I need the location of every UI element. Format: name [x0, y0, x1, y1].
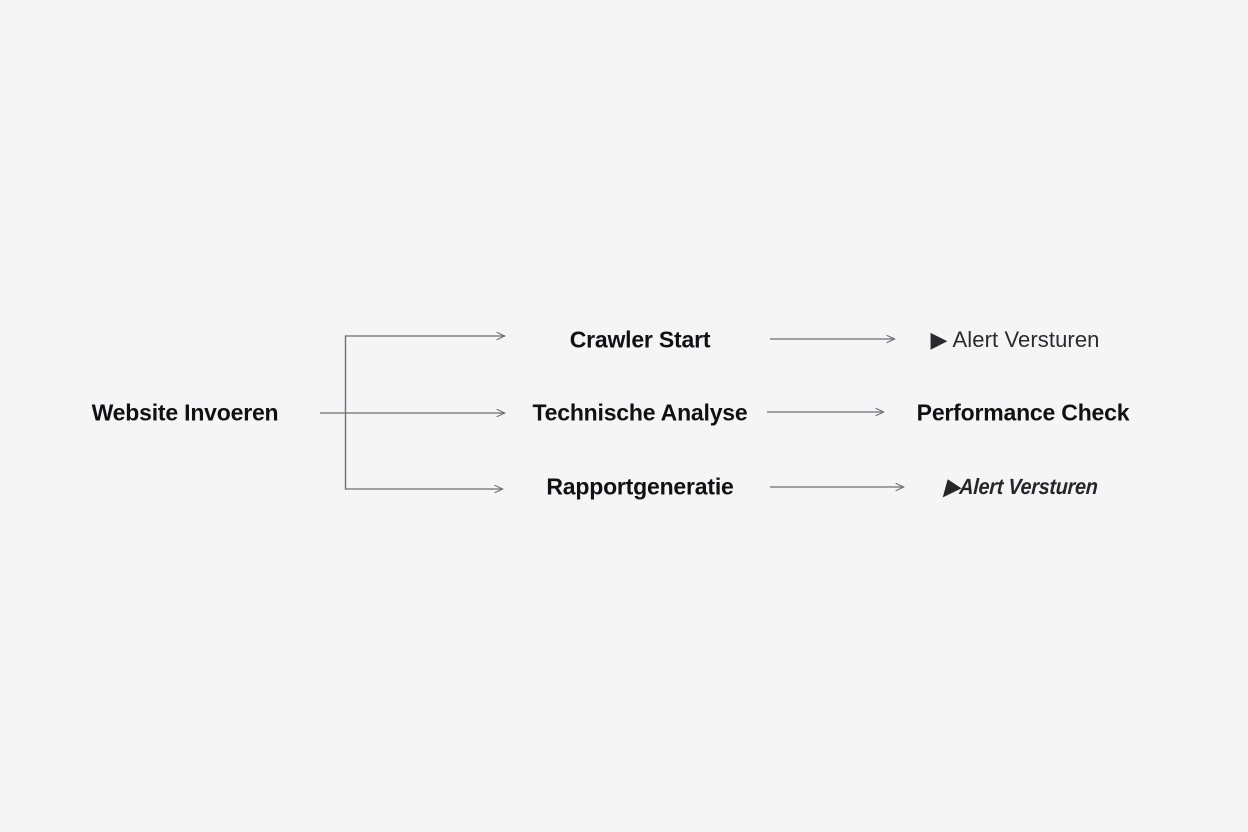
node-alert-versturen-bottom[interactable]: ▶Alert Versturen: [943, 474, 1099, 499]
node-performance-check[interactable]: Performance Check: [916, 399, 1130, 426]
node-rapportgeneratie[interactable]: Rapportgeneratie: [546, 473, 734, 500]
node-crawler-start[interactable]: Crawler Start: [569, 326, 711, 353]
node-website-invoeren[interactable]: Website Invoeren: [91, 399, 279, 426]
node-technische-analyse[interactable]: Technische Analyse: [532, 399, 748, 426]
node-alert-versturen-top[interactable]: ▶ Alert Versturen: [930, 327, 1100, 352]
